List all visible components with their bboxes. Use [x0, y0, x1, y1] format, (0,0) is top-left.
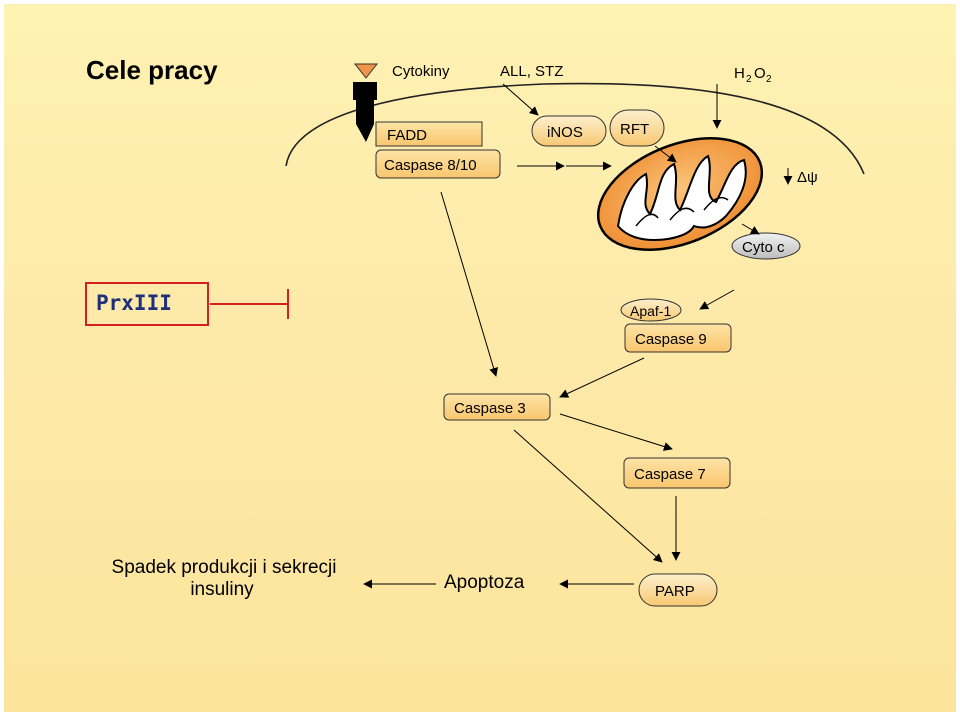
apaf1-label: Apaf-1	[630, 303, 671, 319]
slide: Cele pracy Cytokiny ALL, STZ H 2 O 2 FAD…	[4, 4, 956, 712]
svg-text:2: 2	[746, 74, 752, 85]
fadd-label: FADD	[387, 127, 427, 144]
fadd-box	[375, 121, 483, 147]
cyto-c-pill	[731, 232, 801, 260]
arrow-casp8-to-casp3	[440, 191, 498, 377]
label-cytokiny: Cytokiny	[392, 63, 450, 80]
parp-label: PARP	[655, 583, 695, 600]
death-receptor-icon	[353, 82, 377, 142]
apaf1-pill	[620, 298, 682, 322]
caspase3-box	[443, 393, 551, 421]
arrow-casp3-to-parp	[513, 429, 663, 563]
arrow-casp3-to-casp7	[559, 413, 673, 451]
prxiii-box	[85, 282, 209, 326]
label-all-stz: ALL, STZ	[500, 63, 563, 80]
arrows	[363, 83, 793, 589]
rft-label: RFT	[620, 121, 649, 138]
inos-label: iNOS	[547, 124, 583, 141]
parp-pill	[638, 573, 718, 607]
caspase9-label: Caspase 9	[635, 331, 707, 348]
svg-text:2: 2	[766, 74, 772, 85]
caspase-8-10-label: Caspase 8/10	[384, 157, 477, 174]
apoptoza-label: Apoptoza	[444, 572, 525, 593]
cell-membrane	[285, 82, 865, 175]
svg-text:O: O	[754, 65, 766, 82]
pathway-diagram: Cele pracy Cytokiny ALL, STZ H 2 O 2 FAD…	[85, 55, 865, 607]
caspase3-label: Caspase 3	[454, 400, 526, 417]
svg-text:H: H	[734, 65, 745, 82]
rft-pill	[609, 109, 665, 147]
prxiii-label: PrxIII	[96, 291, 172, 315]
arrow-mito-to-cytoc	[741, 223, 760, 235]
caspase9-box	[624, 323, 732, 353]
cyto-c-label: Cyto c	[742, 239, 785, 256]
caspase7-label: Caspase 7	[634, 466, 706, 483]
slide-title: Cele pracy	[86, 55, 218, 85]
inos-pill	[531, 115, 607, 147]
delta-psi-label: Δψ	[797, 169, 818, 186]
arrow-cytoc-to-apaf1	[699, 289, 735, 310]
arrow-casp9-to-casp3	[559, 357, 645, 398]
label-h2o2: H 2 O 2	[734, 65, 772, 85]
outcome-line2: insuliny	[190, 579, 254, 600]
arrow-all-stz-to-inos	[502, 83, 539, 116]
ligand-triangle-icon	[353, 63, 379, 79]
outcome-line1: Spadek produkcji i sekrecji	[112, 557, 337, 578]
caspase-8-10-box	[375, 149, 501, 179]
caspase7-box	[623, 457, 731, 489]
arrow-rft-to-mito	[654, 145, 677, 163]
mitochondrion-icon	[596, 137, 764, 251]
